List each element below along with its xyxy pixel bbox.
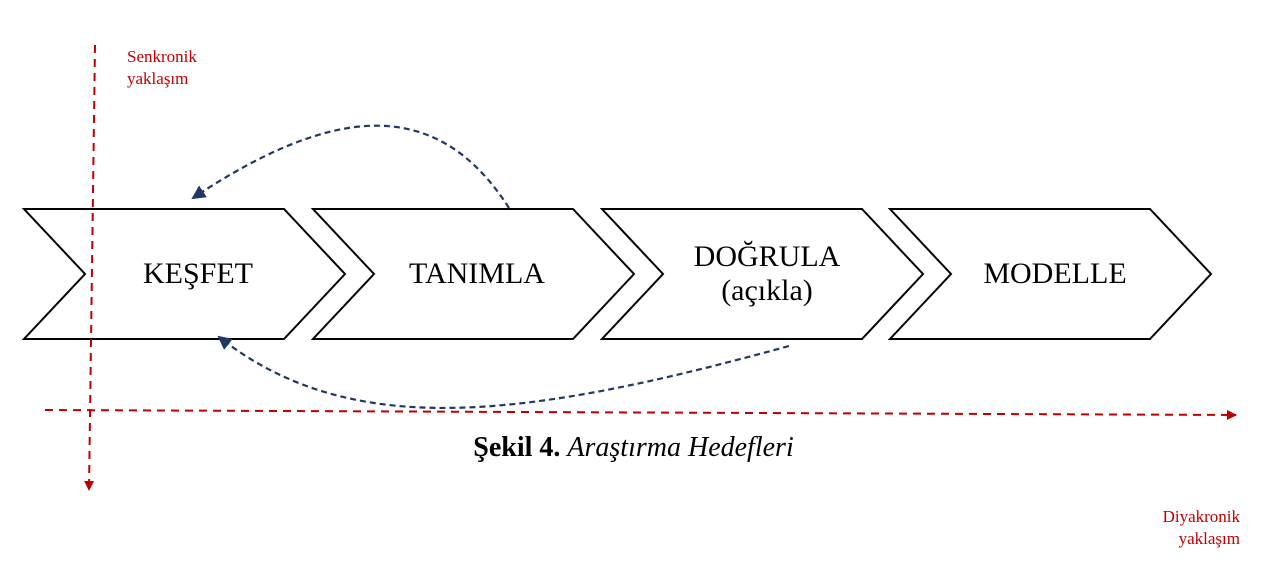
synchronic-axis-label: Senkronik yaklaşım [127, 46, 197, 90]
step-label-line2: (açıkla) [721, 274, 813, 307]
caption-title: Araştırma Hedefleri [567, 432, 794, 463]
diachronic-label-line1: Diyakronik [1162, 507, 1240, 526]
step-label-tanımla: TANIMLA [367, 209, 587, 339]
step-label-line1: TANIMLA [409, 257, 545, 290]
step-label-keşfet: KEŞFET [88, 209, 308, 339]
step-label-line1: MODELLE [983, 257, 1127, 290]
chevron-keşfet [21, 208, 347, 340]
chevron-modelle [887, 208, 1213, 340]
synchronic-axis-line [84, 44, 96, 491]
caption-number: Şekil 4. [473, 432, 561, 463]
diachronic-axis-label: Diyakronik yaklaşım [1100, 506, 1240, 550]
diachronic-label-line2: yaklaşım [1178, 529, 1240, 548]
step-label-line1: KEŞFET [142, 257, 253, 290]
step-label-doğrula: DOĞRULA (açıkla) [657, 209, 877, 339]
step-label-modelle: MODELLE [945, 209, 1165, 339]
synchronic-label-line2: yaklaşım [127, 69, 189, 88]
chevron-doğrula [599, 208, 925, 340]
feedback-arrow-top [191, 124, 510, 209]
synchronic-label-line1: Senkronik [127, 47, 197, 66]
feedback-arrow-bottom [217, 335, 790, 410]
figure-caption: Şekil 4. Araştırma Hedefleri [0, 431, 1267, 465]
diachronic-axis-line [44, 409, 1237, 420]
step-label-line1: DOĞRULA [693, 240, 841, 273]
chevron-tanımla [310, 208, 636, 340]
